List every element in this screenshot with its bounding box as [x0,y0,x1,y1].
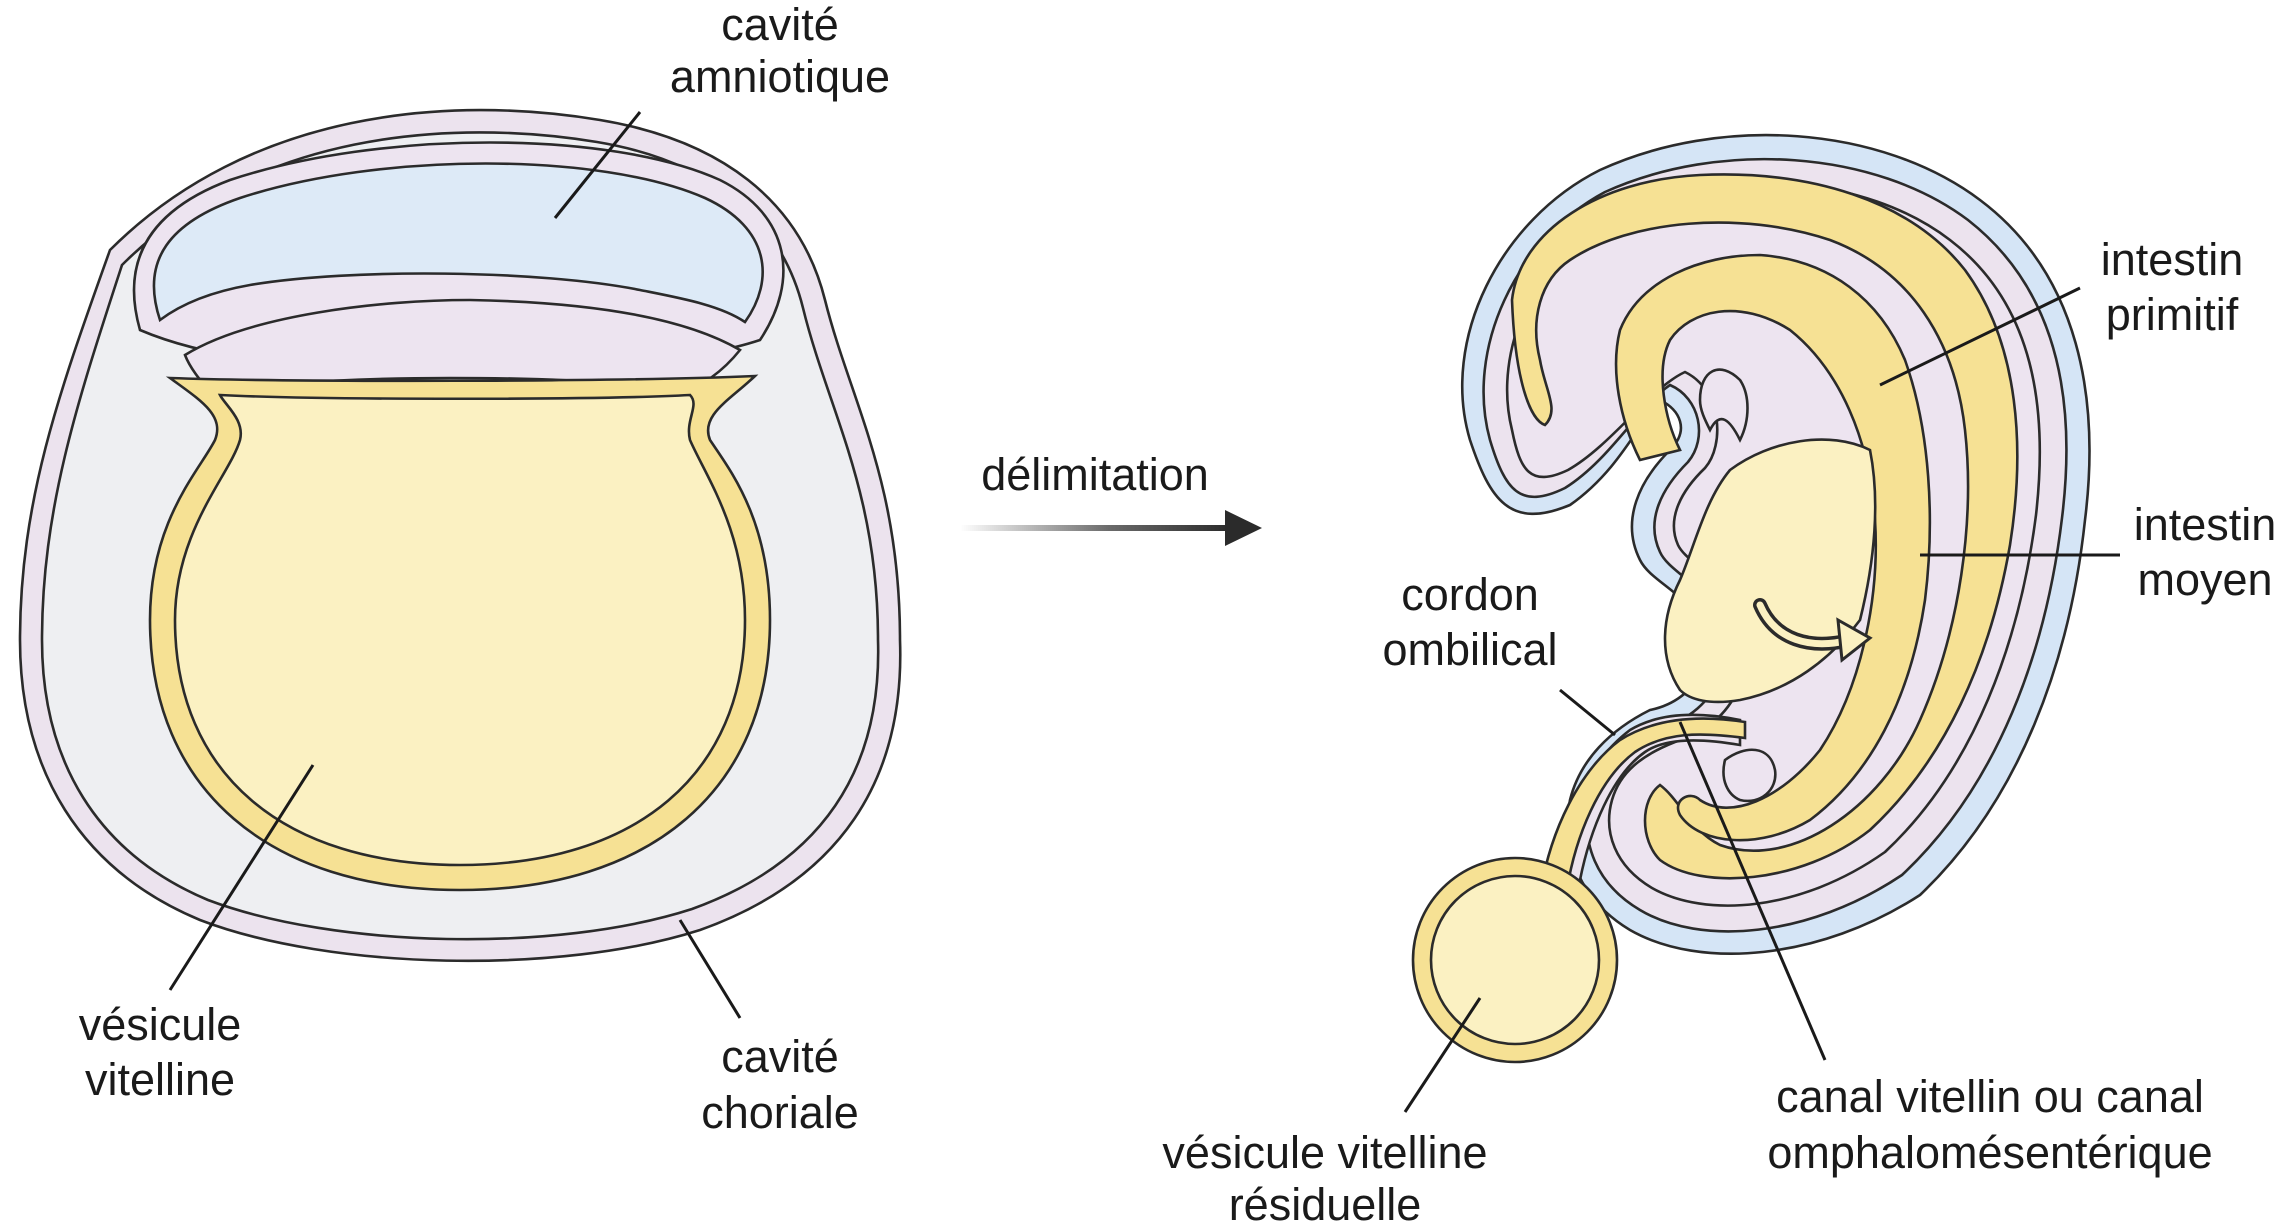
leader-chorionic [678,919,742,1019]
delimited-embryo [1411,133,2091,1064]
process-arrow: délimitation [960,449,1262,546]
arrow-head-icon [1225,510,1262,546]
curved-arrow-icon [1753,598,1873,663]
leader-amniotic [553,111,642,219]
label-primitive-gut-line1: intestin [2101,234,2244,285]
label-yolk-line2: vitelline [85,1054,235,1105]
leader-lines [168,111,2120,1113]
label-amniotic-line2: amniotique [670,51,890,102]
leader-residual [1403,997,1482,1113]
label-cord-line1: cordon [1401,569,1539,620]
process-label: délimitation [981,449,1209,500]
hindgut-loop [1722,748,1777,803]
amniotic-cavity [152,162,764,324]
label-midgut-line2: moyen [2137,554,2272,605]
labels: cavité amniotique vésicule vitelline cav… [79,0,2277,1229]
early-embryo [18,108,902,963]
label-primitive-gut-line2: primitif [2106,289,2239,340]
label-midgut-line1: intestin [2134,499,2277,550]
label-chorionic-line2: choriale [701,1087,859,1138]
label-amniotic-line1: cavité [721,0,839,50]
label-yolk-line1: vésicule [79,999,242,1050]
leader-primitive-gut [1879,286,2081,387]
label-vitelline-line2: omphalomésentérique [1767,1127,2212,1178]
leader-cord [1559,688,1616,737]
midgut-opening [1663,438,1877,704]
label-residual-line1: vésicule vitelline [1162,1127,1487,1178]
arrow-right-icon [960,525,1230,531]
label-chorionic-line1: cavité [721,1031,839,1082]
leader-vitelline-duct [1678,721,1827,1061]
leader-yolk-sac [168,764,315,991]
label-vitelline-line1: canal vitellin ou canal [1776,1071,2204,1122]
yolk-sac-cavity [173,393,747,867]
label-residual-line2: résiduelle [1229,1179,1422,1229]
primitive-gut [1614,253,1932,842]
residual-yolk-sac [1429,874,1601,1046]
label-cord-line2: ombilical [1382,624,1557,675]
foregut-fold [1698,368,1749,443]
